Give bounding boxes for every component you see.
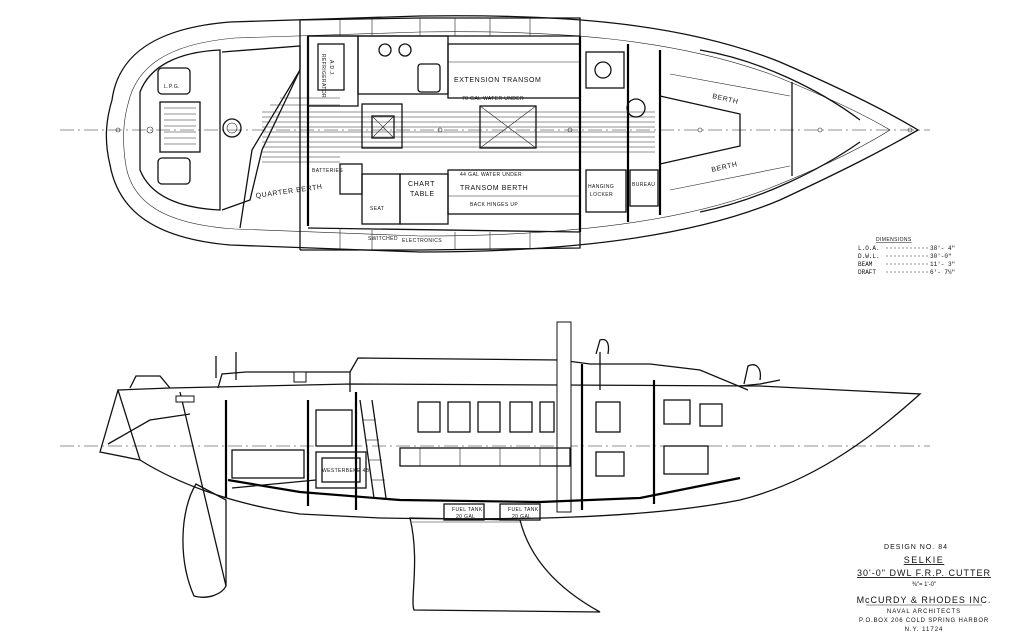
label-bureau: BUREAU: [632, 182, 655, 188]
dim-label-dwl: D.W.L.: [858, 253, 880, 260]
label-refrigerator-2: A.D.J.: [328, 60, 334, 76]
firm-subtitle: NAVAL ARCHITECTS: [887, 609, 961, 615]
label-electronics: ELECTRONICS: [402, 238, 442, 244]
dim-value-beam: 11'- 3": [930, 261, 955, 268]
engine: [315, 451, 367, 489]
dim-value-loa: 38'- 4": [930, 245, 955, 252]
label-fuel-tank-2-a: FUEL TANK: [508, 507, 539, 513]
mast-stub: [556, 321, 572, 513]
label-hanging-locker-1: HANGING: [588, 184, 614, 190]
label-water-under-bottom: 44 GAL WATER UNDER: [460, 172, 522, 178]
label-chart-table-2: TABLE: [410, 191, 435, 198]
label-lpg: L.P.G.: [164, 84, 180, 90]
dim-value-draft: 6'- 7¼": [930, 269, 955, 276]
dim-label-draft: DRAFT: [858, 269, 876, 276]
label-water-under-top: 70 GAL WATER UNDER: [462, 96, 524, 102]
label-quarter-berth: QUARTER BERTH: [255, 184, 323, 200]
title-block: DESIGN NO. 84 SELKIE 30'-0" DWL F.R.P. C…: [857, 544, 992, 633]
firm-name: McCURDY & RHODES INC.: [857, 595, 992, 605]
label-extension-transom: EXTENSION TRANSOM: [454, 77, 541, 84]
design-name: SELKIE: [904, 555, 945, 565]
plan-hull-outline: [105, 15, 920, 253]
drawing-scale: ⅜"= 1'-0": [912, 582, 936, 588]
fuel-tank-2: [499, 503, 541, 521]
dimensions-table: DIMENSIONS L.O.A. 38'- 4" D.W.L. 30'-0" …: [858, 237, 955, 276]
dim-label-beam: BEAM: [858, 261, 873, 268]
label-hanging-locker-2: LOCKER: [590, 192, 613, 198]
keel: [409, 517, 601, 613]
profile-hull-outline: [117, 383, 922, 520]
design-number: DESIGN NO. 84: [884, 544, 948, 551]
dim-label-loa: L.O.A.: [858, 245, 880, 252]
firm-address: P.O.BOX 206 COLD SPRING HARBOR: [859, 618, 989, 624]
firm-city: N.Y. 11724: [905, 627, 944, 633]
design-description: 30'-0" DWL F.R.P. CUTTER: [857, 568, 991, 578]
fuel-tank-1: [443, 503, 485, 521]
label-back-hinges: BACK HINGES UP: [470, 202, 518, 208]
label-fuel-tank-1-a: FUEL TANK: [452, 507, 483, 513]
label-berth-fwd-bottom: BERTH: [711, 161, 739, 174]
label-refrigerator-1: REFRIGERATOR: [320, 54, 326, 98]
inboard-profile: [60, 321, 930, 613]
cabin-sole-planking: [262, 97, 655, 163]
label-engine: WESTERBEKE 4B: [322, 468, 370, 474]
rudder: [182, 483, 227, 598]
dimensions-title: DIMENSIONS: [876, 237, 912, 243]
label-seat: SEAT: [370, 206, 384, 212]
label-fuel-tank-2-b: 20 GAL: [512, 514, 531, 520]
label-fuel-tank-1-b: 20 GAL: [456, 514, 475, 520]
label-transom-berth: TRANSOM BERTH: [460, 185, 528, 192]
label-batteries: BATTERIES: [312, 168, 343, 174]
label-berth-fwd-top: BERTH: [712, 93, 740, 106]
accommodation-plan: [60, 15, 930, 253]
label-switches: SWITCHED: [368, 236, 398, 242]
label-chart-table-1: CHART: [408, 181, 435, 188]
dim-value-dwl: 30'-0": [930, 253, 952, 260]
